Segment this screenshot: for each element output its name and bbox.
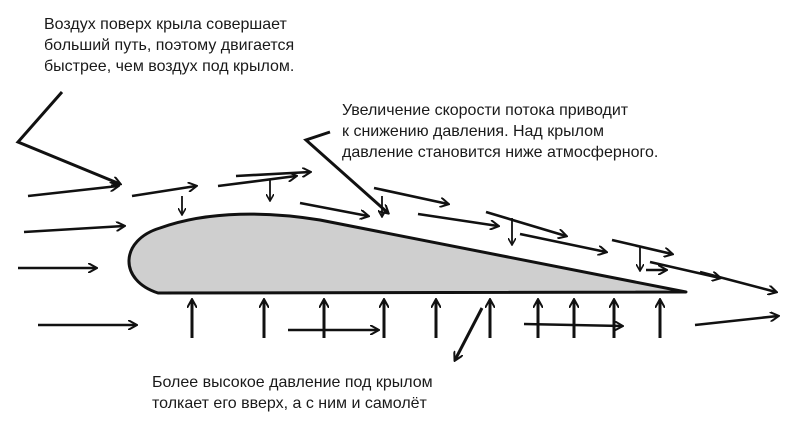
airflow-arrow <box>27 186 118 198</box>
airflow-arrow <box>519 232 606 252</box>
pointer-lines <box>15 91 484 360</box>
airflow-arrow <box>23 226 124 234</box>
airflow-arrow <box>694 316 778 327</box>
pointer-right <box>303 130 388 213</box>
pointer-bottom <box>455 307 484 360</box>
airflow-arrow <box>235 172 310 176</box>
airflow-arrow <box>699 270 776 292</box>
airflow-arrow <box>611 238 672 254</box>
airflow-arrow <box>485 210 566 236</box>
airflow-arrow <box>131 186 196 198</box>
airflow-arrow <box>417 212 498 226</box>
high-pressure-arrows <box>192 300 660 338</box>
wing-profile <box>127 212 688 295</box>
airflow-arrow <box>373 186 448 204</box>
caption-top: Воздух поверх крыла совершает больший пу… <box>44 16 295 75</box>
low-pressure-arrows <box>182 180 640 270</box>
caption-bottom: Более высокое давление под крылом толкае… <box>152 374 433 412</box>
airflow-arrow <box>299 201 368 216</box>
airflow-arrow <box>217 176 296 188</box>
caption-right: Увеличение скорости потока приводит к сн… <box>342 102 659 161</box>
pointer-top <box>15 91 120 184</box>
